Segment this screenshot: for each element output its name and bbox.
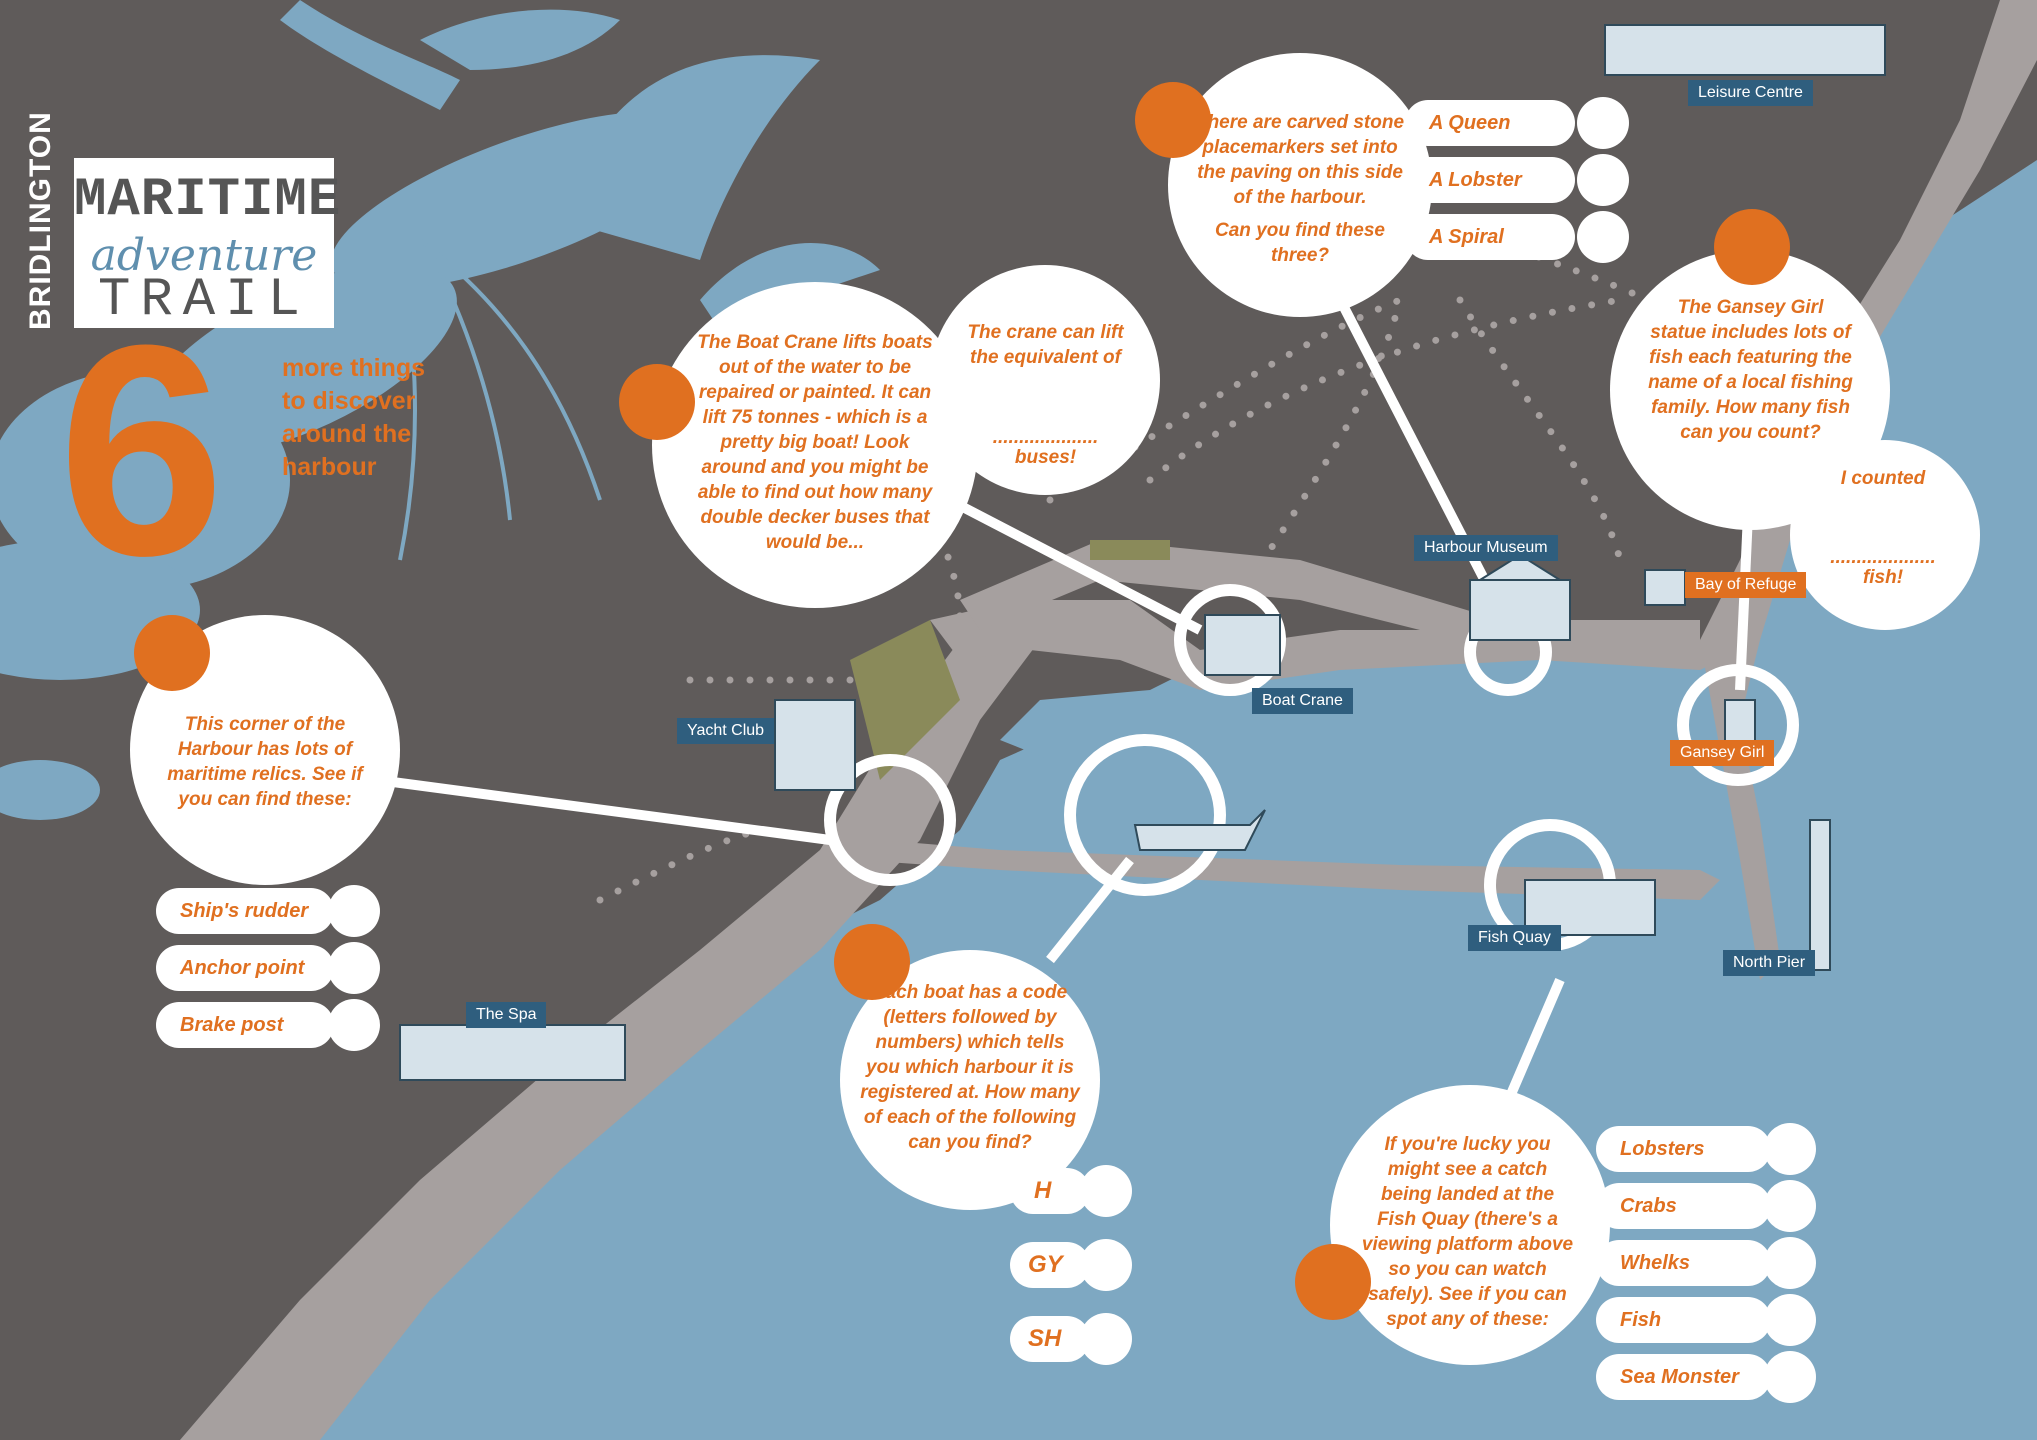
lobster-silhouette	[0, 0, 880, 820]
gansey-girl-statue	[1724, 699, 1756, 746]
gansey-answer-blank[interactable]: ....................	[1830, 547, 1936, 568]
fishing-boat	[1133, 809, 1266, 851]
catch-item: Fish	[1596, 1294, 1816, 1346]
boat-codes-text: Each boat has a code (letters followed b…	[860, 982, 1080, 1153]
crane-text: The Boat Crane lifts boats out of the wa…	[697, 332, 933, 553]
relic-item: Ship's rudder	[156, 885, 380, 937]
lobster-antennae	[398, 238, 602, 561]
label-leisure-centre: Leisure Centre	[1688, 80, 1813, 106]
intro-number: 6	[58, 282, 225, 618]
checkbox-circle[interactable]	[1764, 1237, 1816, 1289]
yacht-club-building	[774, 699, 856, 791]
checkbox-circle[interactable]	[1577, 97, 1629, 149]
boat-code-item: SH	[1010, 1313, 1132, 1365]
checkbox-circle[interactable]	[328, 999, 380, 1051]
promenade	[180, 600, 1040, 1440]
label-north-pier: North Pier	[1723, 950, 1816, 976]
checkbox-circle[interactable]	[1080, 1165, 1132, 1217]
catch-item: Lobsters	[1596, 1123, 1816, 1175]
label-fish-quay: Fish Quay	[1468, 925, 1561, 951]
checkbox-circle[interactable]	[328, 942, 380, 994]
checkbox-circle[interactable]	[1080, 1313, 1132, 1365]
catch-text: If you're lucky you might see a catch be…	[1361, 1134, 1574, 1330]
harbour-museum-building	[1469, 579, 1571, 641]
green-area-small	[1090, 540, 1170, 560]
checkbox-circle[interactable]	[328, 885, 380, 937]
label-harbour-museum: Harbour Museum	[1414, 535, 1558, 561]
placemarker-item: A Spiral	[1405, 211, 1629, 263]
checkbox-circle[interactable]	[1577, 211, 1629, 263]
checkbox-circle[interactable]	[1764, 1351, 1816, 1403]
label-boat-crane: Boat Crane	[1252, 688, 1353, 714]
relics-text: This corner of the Harbour has lots of m…	[167, 714, 363, 810]
crane-answer-blank[interactable]: ....................	[992, 427, 1099, 448]
north-pier-lamp	[1809, 819, 1831, 971]
checkbox-circle[interactable]	[1764, 1180, 1816, 1232]
bay-of-refuge-sign	[1644, 569, 1686, 606]
harbour-wall-inner	[930, 600, 1720, 690]
checkbox-circle[interactable]	[1080, 1239, 1132, 1291]
gansey-answer-suffix: fish!	[1862, 567, 1904, 588]
gansey-text: The Gansey Girl statue includes lots of …	[1648, 297, 1853, 443]
green-area	[850, 620, 960, 780]
label-bay-of-refuge: Bay of Refuge	[1685, 572, 1807, 598]
sea-area	[280, 160, 2037, 1440]
checkbox-circle[interactable]	[1577, 154, 1629, 206]
logo-box: MARITIME adventure TRAIL	[74, 158, 342, 331]
boat-code-item: GY	[1010, 1239, 1132, 1291]
placemarker-item: A Lobster	[1405, 154, 1629, 206]
relic-item: Brake post	[156, 999, 380, 1051]
building-sketches	[399, 24, 1886, 1081]
bridlington-title: BRIDLINGTON	[24, 111, 57, 330]
catch-item: Sea Monster	[1596, 1351, 1816, 1403]
label-the-spa: The Spa	[466, 1002, 547, 1028]
relic-item: Anchor point	[156, 942, 380, 994]
checkbox-circle[interactable]	[1764, 1123, 1816, 1175]
catch-item: Crabs	[1596, 1180, 1816, 1232]
intro-text: more things to discover around the harbo…	[282, 354, 426, 481]
boat-code-item: H	[1010, 1165, 1132, 1217]
info-bubbles	[130, 53, 1980, 1365]
boat-crane-structure	[1204, 614, 1281, 676]
logo-maritime: MARITIME	[74, 170, 342, 231]
catch-item: Whelks	[1596, 1237, 1816, 1289]
placemarker-item: A Queen	[1405, 97, 1629, 149]
gansey-answer-prefix: I counted	[1840, 468, 1926, 489]
logo-trail: TRAIL	[97, 270, 311, 331]
placemarkers-text: There are carved stone placemarkers set …	[1195, 112, 1405, 208]
leisure-centre-building	[1604, 24, 1886, 76]
placemarkers-question: Can you find these three?	[1215, 220, 1385, 266]
orange-markers	[134, 82, 1790, 1320]
logo-adventure: adventure	[90, 230, 318, 281]
the-spa-building	[399, 1024, 626, 1081]
crane-answer-suffix: buses!	[1014, 447, 1077, 468]
label-yacht-club: Yacht Club	[677, 718, 775, 744]
label-gansey-girl: Gansey Girl	[1670, 740, 1775, 766]
checkbox-circle[interactable]	[1764, 1294, 1816, 1346]
crane-answer-prefix: The crane can lift the equivalent of	[967, 322, 1124, 368]
